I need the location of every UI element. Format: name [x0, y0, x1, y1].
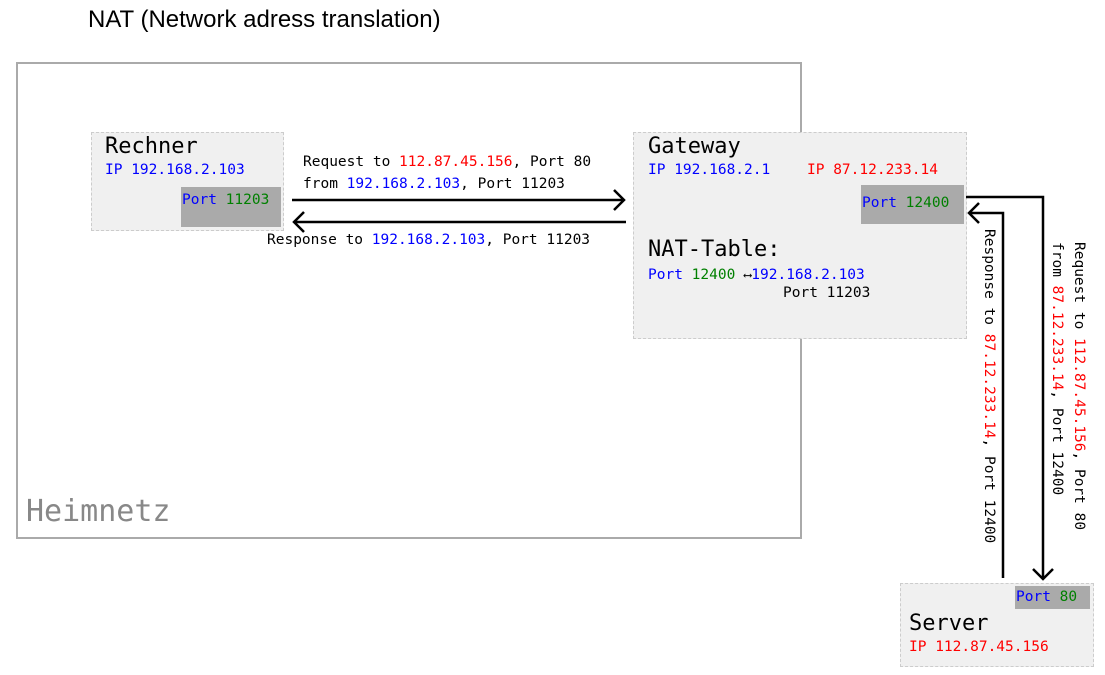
gateway-port: Port 12400 [862, 194, 949, 212]
lan-request-label-line1: Request to 112.87.45.156, Port 80 [303, 154, 592, 170]
bidirectional-arrow-icon: ⟷ [744, 268, 752, 282]
mapped-ip: 192.168.2.103 [751, 267, 865, 283]
ip-prefix: IP [909, 639, 927, 655]
rechner-name: Rechner [105, 134, 198, 159]
gateway-name: Gateway [648, 134, 741, 159]
server-ip: IP 112.87.45.156 [909, 638, 1049, 656]
nat-table-entry: Port 12400 ⟷192.168.2.103 [648, 266, 865, 284]
wan-request-label-line2: from 87.12.233.14, Port 12400 [1049, 242, 1065, 496]
ip-value: 87.12.233.14 [833, 162, 938, 178]
ip-value: 192.168.2.103 [131, 162, 245, 178]
lan-request-label-line2: from 192.168.2.103, Port 11203 [303, 176, 565, 192]
ip-prefix: IP [807, 162, 825, 178]
port-label: Port [1016, 589, 1051, 605]
ip-value: 112.87.45.156 [935, 639, 1049, 655]
wan-response-arrow [967, 202, 1005, 578]
wan-response-label: Response to 87.12.233.14, Port 12400 [981, 229, 997, 544]
server-name: Server [909, 611, 989, 636]
port-label: Port [182, 192, 217, 208]
server-port-box [1015, 586, 1090, 609]
gateway-private-ip: IP 192.168.2.1 [648, 161, 770, 179]
port-value: 11203 [225, 192, 270, 208]
ip-prefix: IP [648, 162, 666, 178]
rechner-port: Port 11203 [182, 191, 269, 209]
gateway-node [633, 132, 967, 339]
diagram-title: NAT (Network adress translation) [88, 6, 441, 33]
nat-table-title: NAT-Table: [648, 237, 781, 262]
lan-response-label: Response to 192.168.2.103, Port 11203 [267, 232, 591, 248]
port-label: Port [648, 267, 683, 283]
ip-prefix: IP [105, 162, 123, 178]
rechner-port-box [181, 187, 281, 227]
wan-request-label-line1: Request to 112.87.45.156, Port 80 [1071, 242, 1087, 531]
heimnetz-label: Heimnetz [26, 494, 171, 529]
lan-response-arrow [292, 211, 626, 233]
nat-table-mapped-port: Port 11203 [783, 285, 871, 301]
port-label: Port [862, 195, 897, 211]
ip-value: 192.168.2.1 [674, 162, 771, 178]
gateway-port-box [861, 185, 964, 224]
wan-request-arrow [966, 195, 1054, 581]
port-value: 12400 [905, 195, 950, 211]
port-value: 12400 [691, 267, 736, 283]
rechner-ip: IP 192.168.2.103 [105, 161, 245, 179]
gateway-public-ip: IP 87.12.233.14 [807, 161, 938, 179]
lan-request-arrow [292, 189, 626, 211]
port-value: 80 [1059, 589, 1078, 605]
server-port: Port 80 [1016, 588, 1077, 606]
